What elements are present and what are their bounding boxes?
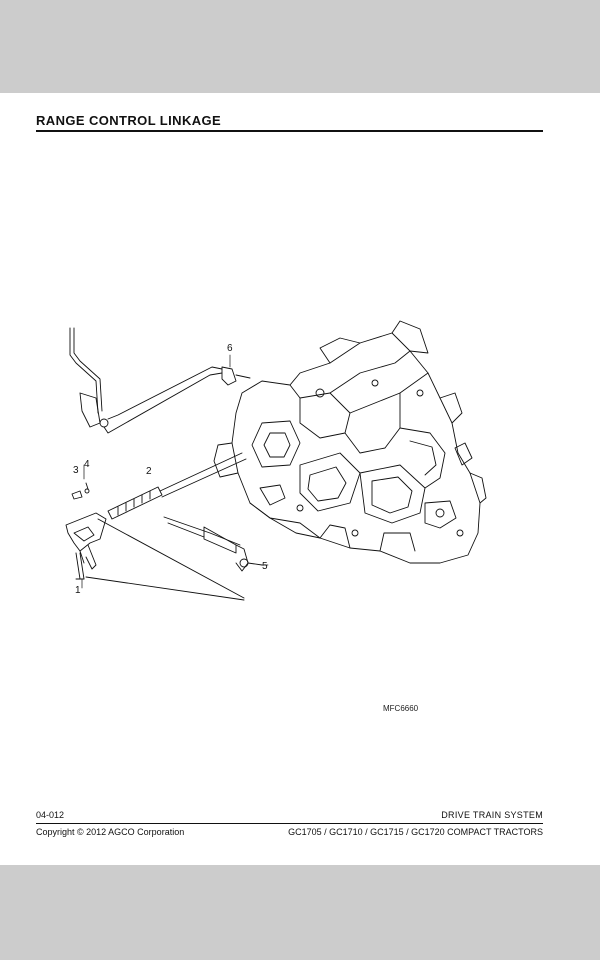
- range-shaft: [107, 452, 247, 520]
- upper-shift-rod: [69, 327, 251, 434]
- footer-divider: [36, 823, 543, 824]
- callout-4: 4: [84, 459, 90, 470]
- page-number: 04-012: [36, 810, 65, 820]
- section-name: DRIVE TRAIN SYSTEM: [441, 810, 543, 820]
- figure-code: MFC6660: [383, 704, 419, 713]
- pin-and-collar: [71, 482, 90, 500]
- lower-shift-arm: [65, 512, 263, 601]
- manual-page: RANGE CONTROL LINKAGE: [0, 93, 600, 865]
- title-divider: [36, 130, 543, 132]
- callout-1: 1: [75, 585, 81, 596]
- copyright-text: Copyright © 2012 AGCO Corporation: [36, 827, 185, 837]
- leader-lines: [81, 354, 269, 589]
- callout-6: 6: [227, 343, 233, 354]
- transmission-housing: [213, 320, 487, 564]
- page-title: RANGE CONTROL LINKAGE: [36, 113, 222, 128]
- exploded-view-diagram: 6 2 3 4 5 1: [65, 320, 487, 601]
- callout-5: 5: [262, 561, 268, 572]
- model-list: GC1705 / GC1710 / GC1715 / GC1720 COMPAC…: [288, 827, 543, 837]
- callout-2: 2: [146, 466, 152, 477]
- callout-3: 3: [73, 465, 79, 476]
